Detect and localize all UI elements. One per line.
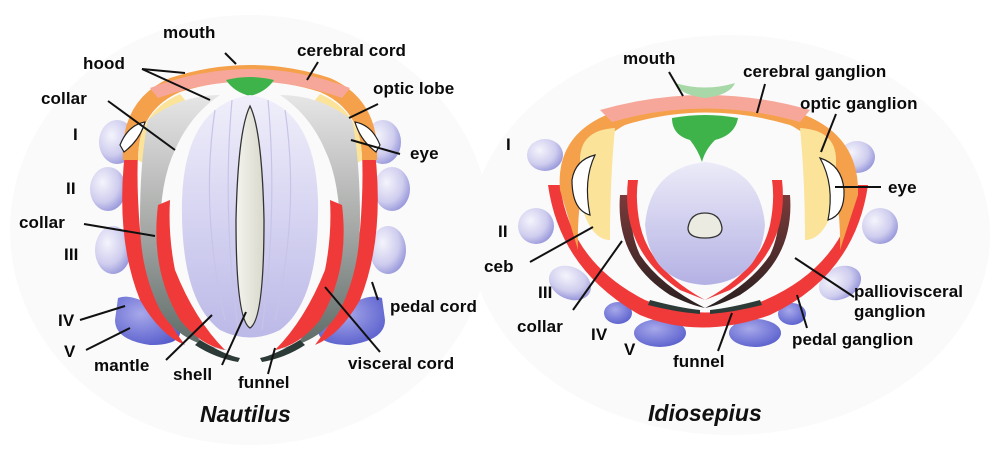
idio-label-cerebral-ganglion: cerebral ganglion (743, 62, 887, 81)
idio-arm-III-left (548, 265, 592, 301)
nautilus-label-collar-top: collar (41, 89, 87, 108)
nautilus-label-visceral-cord: visceral cord (348, 354, 455, 373)
nautilus-label-mantle: mantle (94, 356, 150, 375)
idio-arm-V-right (729, 319, 781, 347)
idio-palliovisceral-left (627, 180, 705, 300)
idio-label-funnel: funnel (673, 352, 725, 371)
nautilus-title: Nautilus (200, 401, 291, 427)
nautilus-arm-II-right (374, 167, 410, 211)
nautilus-cerebral-cord (150, 69, 350, 98)
nautilus-mantle-lines (208, 99, 292, 331)
nautilus-collar-left (140, 95, 228, 350)
idio-label-arm-I: I (506, 135, 511, 154)
nautilus-label-arm-V: V (64, 342, 76, 361)
idiosepius-title: Idiosepius (648, 400, 762, 426)
idio-funnel-left (648, 300, 700, 314)
idio-label-eye: eye (888, 178, 917, 197)
nautilus-label-pedal-cord: pedal cord (390, 297, 477, 316)
nautilus-pedal-cord-left (122, 128, 185, 345)
idio-arm-I-left (527, 139, 563, 171)
nautilus-funnel-left (195, 340, 240, 362)
nautilus-label-hood: hood (83, 54, 125, 73)
idio-palliovisceral-right (705, 180, 783, 300)
nautilus-label-eye: eye (410, 144, 439, 163)
nautilus-eye-right (354, 121, 381, 153)
idio-label-arm-III: III (538, 283, 553, 302)
idio-ceb-right (800, 128, 836, 240)
idio-arm-III-right (818, 265, 862, 301)
idio-mouth (675, 83, 735, 98)
nautilus-pedal-cord-right (315, 128, 378, 345)
idio-arm-II-right (862, 208, 898, 244)
idio-label-pedal-ganglion: pedal ganglion (792, 330, 914, 349)
nautilus-label-optic-lobe: optic lobe (373, 79, 455, 98)
nautilus-shell (235, 104, 265, 329)
idiosepius-diagram (518, 83, 898, 347)
nautilus-label-mouth: mouth (163, 23, 216, 42)
nautilus-visceral-cord-left (156, 200, 225, 350)
nautilus-eye-left (119, 121, 146, 153)
idio-label-palliovisceral-2: ganglion (854, 302, 926, 321)
idio-buccal-mass (672, 115, 738, 162)
idio-eye-right (818, 156, 845, 221)
nautilus-mouth (226, 77, 274, 96)
idio-core (687, 212, 723, 239)
idio-eye-left (571, 154, 597, 216)
nautilus-label-shell: shell (173, 365, 213, 384)
nautilus-diagram (90, 65, 410, 362)
idio-label-arm-II: II (498, 222, 508, 241)
nautilus-arm-III-right (370, 226, 406, 274)
idio-arm-II-left (518, 208, 554, 244)
nautilus-label-arm-I: I (73, 125, 78, 144)
nautilus-arm-IV-V-right (318, 296, 385, 345)
nautilus-label-arm-II: II (66, 179, 76, 198)
idio-label-palliovisceral: palliovisceral (854, 282, 964, 301)
idio-funnel-right (710, 300, 762, 314)
nautilus-arm-III-left (95, 226, 131, 274)
nautilus-arm-IV-V-left (115, 296, 181, 345)
idio-label-optic-ganglion: optic ganglion (800, 94, 918, 113)
idio-arm-IV-right (778, 303, 806, 325)
nautilus-collar-right (272, 95, 360, 350)
idio-label-arm-IV: IV (591, 325, 608, 344)
leader-lines (79, 52, 881, 375)
nautilus-label-arm-III: III (64, 245, 79, 264)
idio-arm-IV-left (604, 302, 632, 324)
idio-label-arm-V: V (624, 340, 636, 359)
nautilus-funnel-right (260, 340, 305, 362)
nautilus-label-cerebral-cord: cerebral cord (297, 41, 407, 60)
idio-cerebral-ganglion (600, 95, 810, 122)
nautilus-visceral-cord-right (275, 200, 344, 350)
idio-label-ceb: ceb (484, 257, 514, 276)
idio-arm-V-left (634, 319, 686, 347)
nautilus-label-funnel: funnel (238, 373, 290, 392)
idio-label-mouth: mouth (623, 49, 676, 68)
idio-label-collar: collar (517, 317, 563, 336)
idio-pedal-ganglion (548, 185, 868, 328)
nautilus-arm-II-left (90, 167, 126, 211)
nautilus-label-arm-IV: IV (58, 311, 75, 330)
nautilus-label-collar-mid: collar (19, 213, 65, 232)
